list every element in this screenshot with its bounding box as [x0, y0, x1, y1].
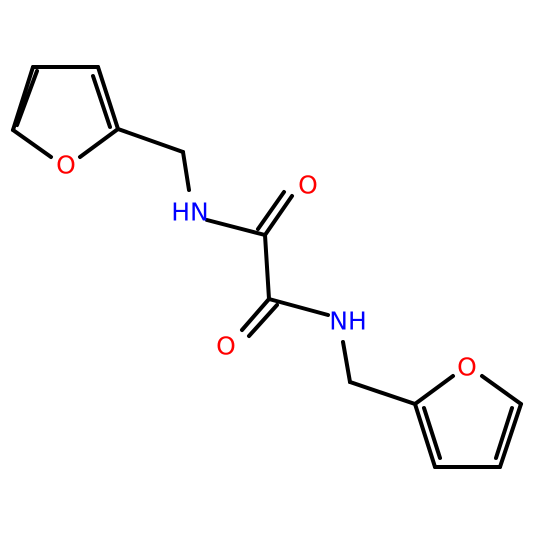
oxalamide-core [240, 190, 330, 338]
bond [247, 303, 279, 338]
bond [263, 233, 271, 301]
linker-2 [341, 340, 417, 406]
bond [256, 190, 286, 231]
bond [181, 150, 191, 192]
oxygen-atom-carbonyl-2: O [216, 332, 236, 361]
oxygen-atom-ring-2: O [457, 353, 477, 382]
bond [11, 128, 53, 159]
bond [348, 380, 417, 406]
linker-1 [116, 127, 267, 237]
bond [96, 65, 120, 131]
bond [240, 297, 271, 332]
bond [413, 402, 437, 469]
bond [205, 218, 267, 237]
oxygen-atom-ring-1: O [56, 151, 76, 180]
nitrogen-atom-2: NH [329, 307, 367, 336]
bond [341, 340, 352, 384]
bond [480, 374, 523, 406]
oxygen-atom-carbonyl-1: O [298, 171, 318, 200]
furan-ring-2 [413, 374, 523, 469]
bond [263, 194, 294, 237]
bond [15, 69, 39, 127]
bond [116, 127, 185, 154]
furan-ring-1 [11, 65, 120, 159]
bond [11, 65, 35, 132]
bond [91, 74, 112, 129]
bond [267, 297, 330, 317]
bond [494, 406, 514, 460]
bond [498, 402, 523, 469]
nitrogen-atom-1: HN [171, 198, 209, 227]
bond [413, 374, 455, 406]
bond [78, 127, 120, 159]
bond [422, 406, 442, 460]
